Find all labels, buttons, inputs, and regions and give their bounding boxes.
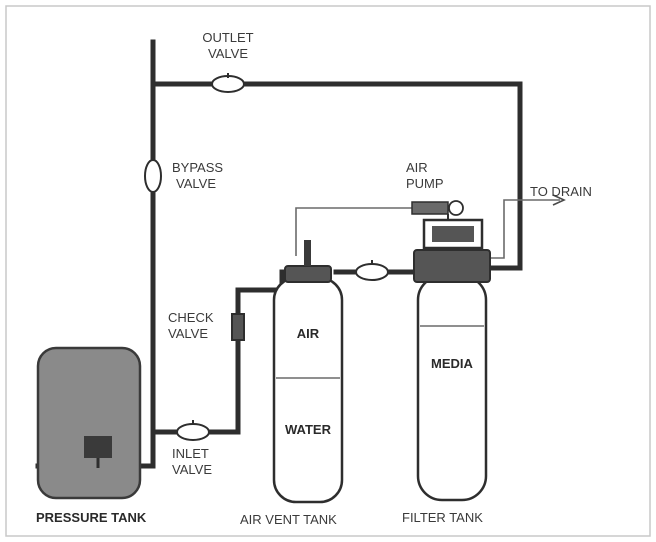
air-pump-compressor: [411, 201, 449, 215]
inlet-valve-label-line1: INLET: [172, 446, 209, 461]
air-pump-gauge-icon: [448, 200, 464, 216]
air-pump-motor: [432, 226, 474, 242]
check-valve-label-line2: VALVE: [168, 326, 208, 341]
air-zone-label: AIR: [297, 326, 320, 341]
air-line: [295, 207, 412, 256]
pressure-tank-label: PRESSURE TANK: [36, 510, 147, 525]
pressure-tank: [36, 346, 142, 500]
air-pump-label-line1: AIR: [406, 160, 428, 175]
to-drain-label: TO DRAIN: [530, 184, 592, 199]
check-valve-label-line1: CHECK: [168, 310, 214, 325]
filter-tank-label: FILTER TANK: [402, 510, 483, 525]
air-vent-stack: [304, 240, 311, 266]
bypass-valve-label-line1: BYPASS: [172, 160, 223, 175]
bypass-valve-icon: [144, 159, 162, 193]
inlet-valve-label-line2: VALVE: [172, 462, 212, 477]
outlet-valve-label-line1: OUTLET: [202, 30, 253, 45]
outlet-valve-label-line2: VALVE: [208, 46, 248, 61]
check-valve-icon: [231, 313, 245, 341]
water-zone-label: WATER: [285, 422, 332, 437]
bypass-valve-label-line2: VALVE: [176, 176, 216, 191]
filter-control-head: [413, 249, 491, 283]
air-vent-tank: [272, 276, 344, 504]
outlet-pipe: [150, 81, 523, 271]
frame-border: [5, 5, 651, 537]
transfer-valve-icon: [355, 263, 389, 281]
media-zone-label: MEDIA: [431, 356, 474, 371]
air-vent-head: [284, 265, 332, 283]
pressure-tank-gauge: [84, 436, 112, 458]
air-vent-tank-label: AIR VENT TANK: [240, 512, 337, 527]
filter-tank: [416, 274, 488, 502]
air-pump-label-line2: PUMP: [406, 176, 444, 191]
inlet-pipe: [150, 269, 285, 435]
inlet-valve-icon: [176, 423, 210, 441]
drain-arrow-icon: [552, 194, 566, 206]
drain-line: [489, 199, 560, 259]
outlet-valve-icon: [211, 75, 245, 93]
